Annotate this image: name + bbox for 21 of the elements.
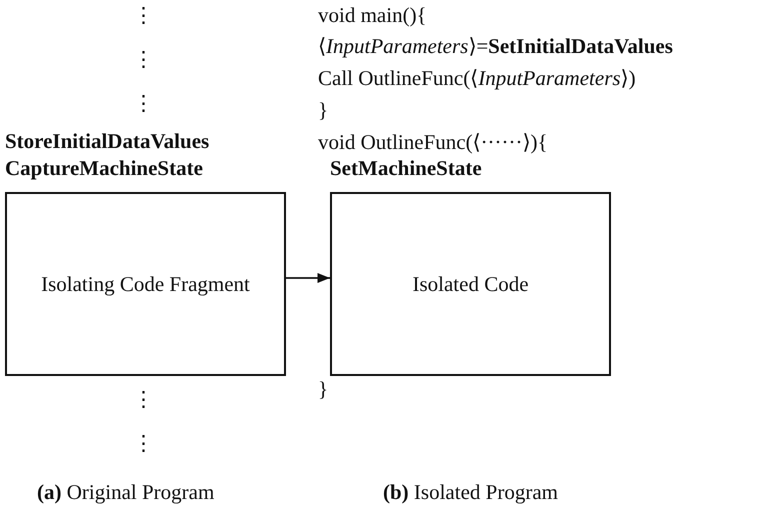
code-line: void OutlineFunc(⟨······⟩){ [318,129,548,155]
code-line: void main(){ [318,2,427,28]
code-line: Call OutlineFunc(⟨InputParameters⟩) [318,65,636,91]
function-name: SetMachineState [330,155,482,181]
code-label: Isolated Code [412,272,529,296]
code-box [330,192,611,376]
ellipsis: ⋮ [133,430,154,456]
code-label: Isolating Code Fragment [41,272,250,296]
ellipsis: ⋮ [133,90,154,116]
ellipsis: ⋮ [133,386,154,412]
code-line: } [318,376,328,402]
code-box [5,192,286,376]
caption: (b) Isolated Program [383,479,558,505]
code-line: } [318,97,328,123]
function-name: CaptureMachineState [5,155,203,181]
caption: (a) Original Program [37,479,214,505]
arrow [286,272,330,284]
code-line: ⟨InputParameters⟩=SetInitialDataValues [318,33,673,59]
function-name: StoreInitialDataValues [5,128,210,154]
ellipsis: ⋮ [133,2,154,28]
ellipsis: ⋮ [133,46,154,72]
